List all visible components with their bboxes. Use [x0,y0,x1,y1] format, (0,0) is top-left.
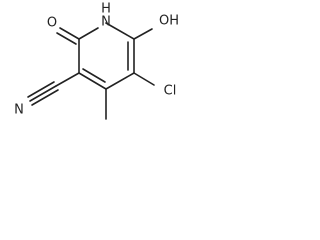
molecule-drawing: O H N OH Cl N [14,2,179,120]
bond-c2-n1 [78,27,99,40]
bond-cn-triple-1 [29,85,57,102]
bond-c4-c3 [78,72,107,90]
atom-label-hydroxyl: OH [159,14,179,29]
atom-label-carbonyl-oxygen: O [47,16,57,31]
bond-cn-triple-2 [27,81,55,98]
bond-c2-o-b [56,32,77,45]
bond-cn-triple-3 [31,89,59,106]
bond-c5-cl [133,72,155,86]
bond-c2-o-a [59,27,80,40]
bond-c4-c3-double [82,68,106,83]
atom-label-chloro: Cl [164,84,177,99]
atom-label-nitrogen-h: H [101,2,111,17]
chemical-structure: O H N OH Cl N [0,0,199,144]
bond-c6-oh [133,28,153,40]
bond-c3-cn [55,72,80,87]
atom-label-nitrile-nitrogen: N [14,103,24,118]
bond-n1-c6 [105,22,135,40]
atom-label-ring-nitrogen: N [101,15,111,30]
bond-c5-c4 [105,72,135,90]
